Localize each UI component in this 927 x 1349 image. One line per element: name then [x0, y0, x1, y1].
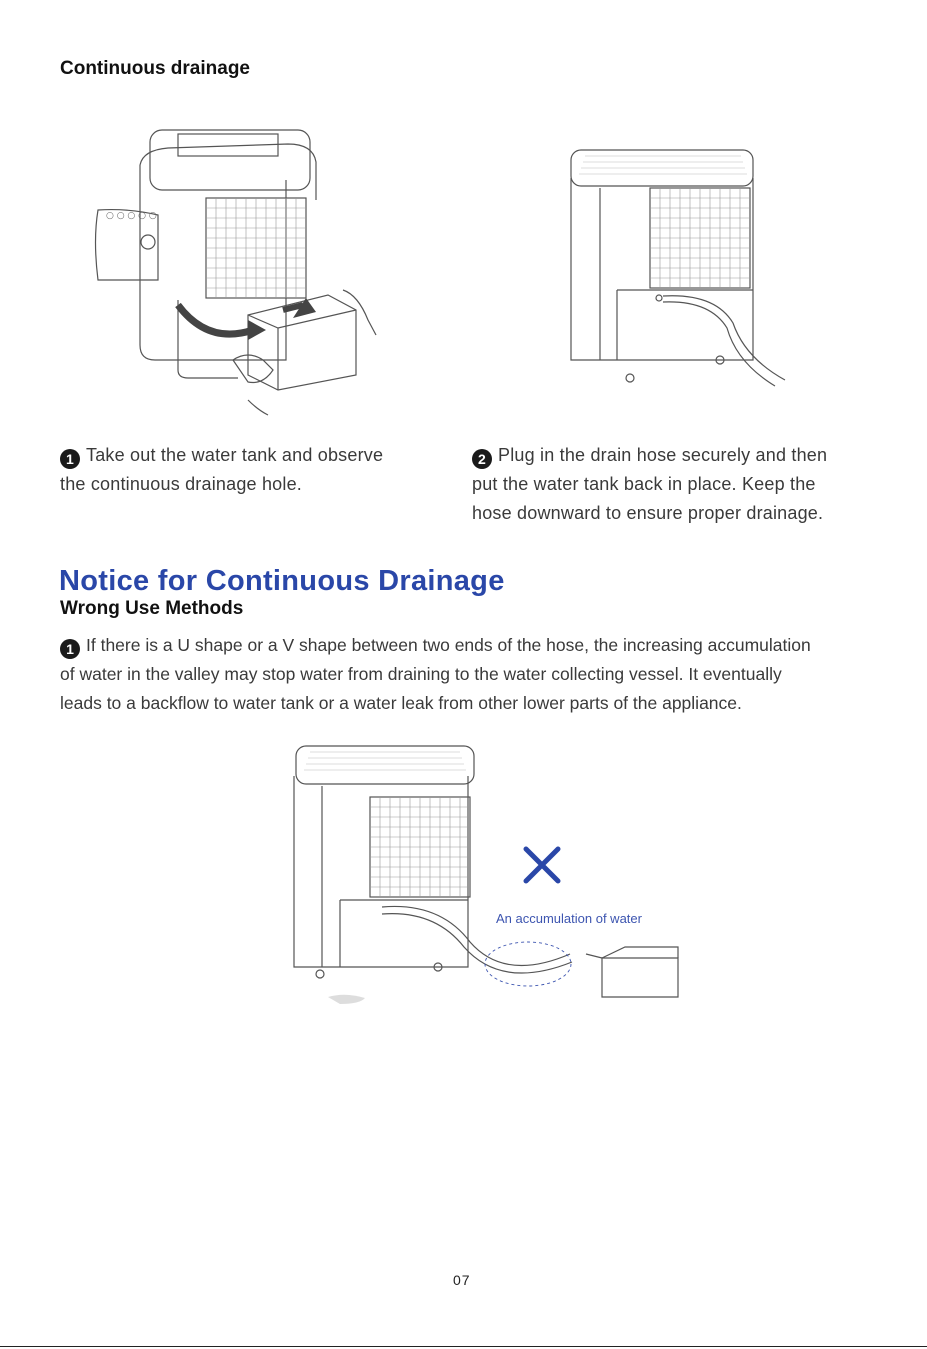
notice-paragraph: 1 If there is a U shape or a V shape betw…: [60, 631, 890, 718]
svg-text:○ ○ ○ ○ ○: ○ ○ ○ ○ ○: [106, 211, 157, 221]
page-number: 07: [453, 1272, 471, 1288]
notice-title: Notice for Continuous Drainage: [59, 565, 505, 597]
section-title: Continuous drainage: [60, 58, 250, 79]
notice-text-line: leads to a backflow to water tank or a w…: [60, 693, 742, 713]
step-text-line: put the water tank back in place. Keep t…: [472, 474, 816, 494]
step-2: 2 Plug in the drain hose securely and the…: [472, 441, 902, 528]
accumulation-label: An accumulation of water: [496, 911, 642, 926]
wrong-x-icon: [523, 846, 561, 884]
footer-divider: [0, 1346, 927, 1347]
dehumidifier-hose-connected-illustration: [570, 149, 786, 387]
notice-subtitle: Wrong Use Methods: [60, 598, 244, 619]
wrong-hose-illustration: [293, 745, 679, 1004]
step-text-line: the continuous drainage hole.: [60, 474, 302, 494]
notice-text-line: If there is a U shape or a V shape betwe…: [86, 635, 811, 655]
step-1: 1 Take out the water tank and observe the…: [60, 441, 440, 499]
notice-text-line: of water in the valley may stop water fr…: [60, 664, 782, 684]
step-number-badge: 2: [472, 449, 492, 469]
step-text-line: Plug in the drain hose securely and then: [498, 445, 828, 465]
step-text-line: hose downward to ensure proper drainage.: [472, 503, 824, 523]
step-text-line: Take out the water tank and observe: [86, 445, 384, 465]
dehumidifier-tank-removal-illustration: ○ ○ ○ ○ ○: [94, 129, 377, 416]
step-number-badge: 1: [60, 449, 80, 469]
notice-number-badge: 1: [60, 639, 80, 659]
